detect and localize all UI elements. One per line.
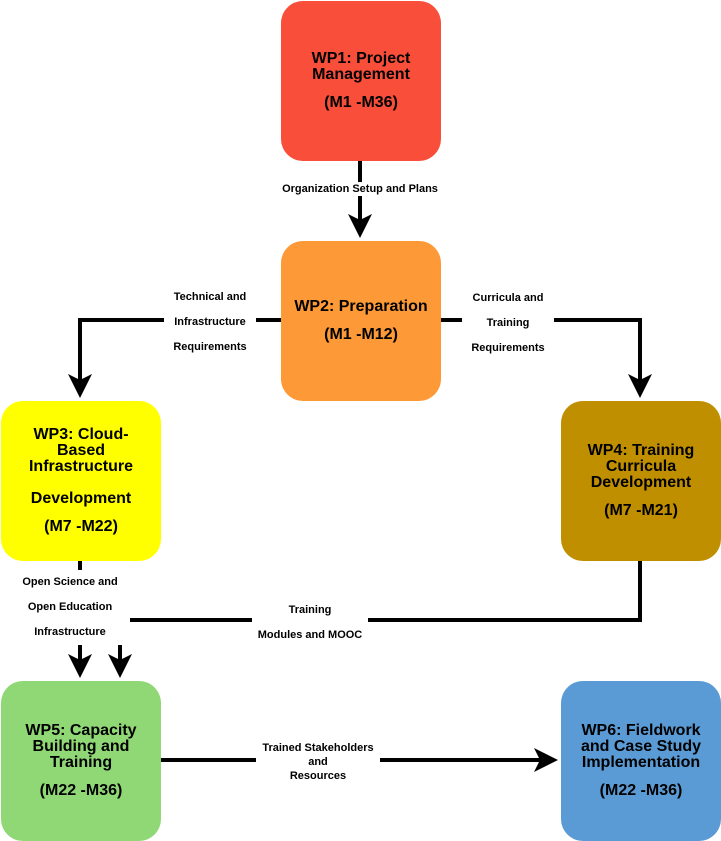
- wp4-title: WP4: Training Curricula Development: [587, 442, 695, 491]
- wp1-title: WP1: Project Management: [311, 50, 411, 83]
- wp5-box[interactable]: WP5: Capacity Building and Training (M22…: [1, 681, 161, 841]
- wp3-period: (M7 -M22): [44, 518, 118, 535]
- edge-label-wp2-wp4: Curricula and Training Requirements: [462, 286, 554, 361]
- wp6-period: (M22 -M36): [599, 782, 683, 799]
- wp6-title: WP6: Fieldwork and Case Study Implementa…: [580, 722, 702, 771]
- wp5-period: (M22 -M36): [39, 782, 123, 799]
- wp4-period: (M7 -M21): [604, 502, 678, 519]
- edge-label-wp5-wp6: Trained Stakeholders and Resources: [256, 741, 380, 783]
- wp5-title: WP5: Capacity Building and Training: [25, 722, 137, 771]
- edge-wp4-wp5: [108, 560, 642, 678]
- edge-label-wp3-wp5: Open Science and Open Education Infrastr…: [10, 570, 130, 645]
- wp1-box[interactable]: WP1: Project Management (M1 -M36): [281, 1, 441, 161]
- wp2-box[interactable]: WP2: Preparation (M1 -M12): [281, 241, 441, 401]
- edge-label-wp2-wp3: Technical and Infrastructure Requirement…: [164, 285, 256, 360]
- wp6-box[interactable]: WP6: Fieldwork and Case Study Implementa…: [561, 681, 721, 841]
- wp3-title: WP3: Cloud- Based Infrastructure Develop…: [28, 426, 134, 507]
- wp4-box[interactable]: WP4: Training Curricula Development (M7 …: [561, 401, 721, 561]
- wp2-title: WP2: Preparation: [294, 298, 428, 315]
- wp1-period: (M1 -M36): [324, 94, 398, 111]
- edge-label-wp4-wp5: Training Modules and MOOC: [252, 598, 368, 648]
- wp3-box[interactable]: WP3: Cloud- Based Infrastructure Develop…: [1, 401, 161, 561]
- edge-label-wp1-wp2: Organization Setup and Plans: [270, 182, 450, 196]
- wp2-period: (M1 -M12): [324, 326, 398, 343]
